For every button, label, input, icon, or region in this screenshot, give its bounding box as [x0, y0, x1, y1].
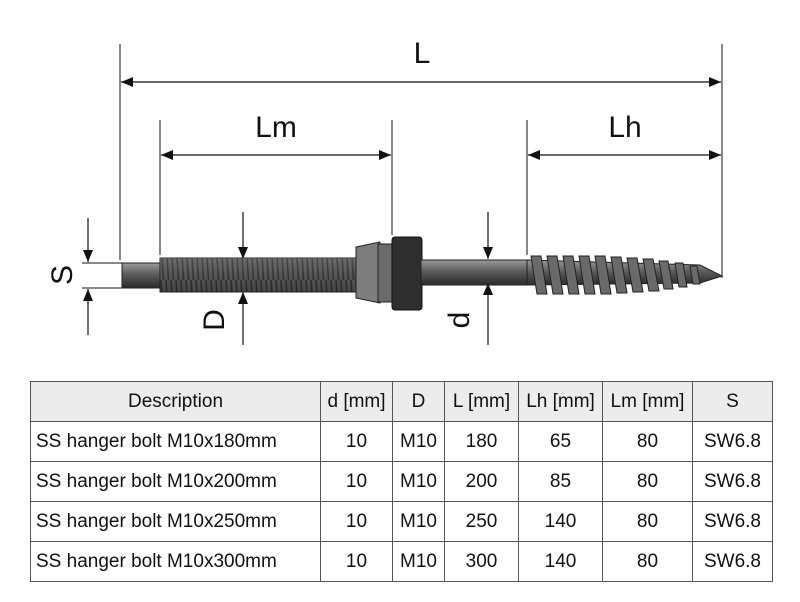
header-Lm: Lm [mm]: [602, 381, 693, 422]
cell-Lm: 80: [602, 461, 693, 502]
cell-Lh: 85: [518, 461, 603, 502]
cell-L: 250: [444, 501, 519, 542]
cell-S: SW6.8: [692, 501, 773, 542]
cell-Lh: 140: [518, 501, 603, 542]
header-S: S: [692, 381, 773, 422]
label-Lh: Lh: [608, 111, 641, 144]
cell-d: 10: [320, 541, 393, 582]
cell-description: SS hanger bolt M10x300mm: [30, 541, 321, 582]
table-header-row: Description d [mm] D L [mm] Lh [mm] Lm […: [30, 381, 773, 422]
table-row: SS hanger bolt M10x180mm 10 M10 180 65 8…: [30, 421, 773, 462]
label-Lm: Lm: [255, 111, 297, 144]
header-d: d [mm]: [320, 381, 393, 422]
cell-Lh: 65: [518, 421, 603, 462]
extension-lines: [82, 44, 723, 289]
cell-S: SW6.8: [692, 421, 773, 462]
smooth-shank: [420, 259, 530, 286]
wood-thread-flights: [530, 255, 701, 295]
cell-D: M10: [392, 501, 445, 542]
hex-washer: [355, 241, 381, 304]
cell-S: SW6.8: [692, 541, 773, 582]
cell-Lm: 80: [602, 541, 693, 582]
cell-d: 10: [320, 461, 393, 502]
header-D: D: [392, 381, 445, 422]
cell-d: 10: [320, 501, 393, 542]
table-row: SS hanger bolt M10x200mm 10 M10 200 85 8…: [30, 461, 773, 502]
cell-d: 10: [320, 421, 393, 462]
cell-description: SS hanger bolt M10x250mm: [30, 501, 321, 542]
spec-table: Description d [mm] D L [mm] Lh [mm] Lm […: [30, 381, 773, 582]
cell-D: M10: [392, 541, 445, 582]
drive-end: [121, 262, 163, 289]
cell-D: M10: [392, 461, 445, 502]
hanger-bolt-drawing: L Lm Lh S D d: [46, 37, 724, 345]
cell-description: SS hanger bolt M10x200mm: [30, 461, 321, 502]
label-d: d: [443, 312, 476, 329]
header-description: Description: [30, 381, 321, 422]
hanger-bolt: [121, 236, 724, 311]
cell-S: SW6.8: [692, 461, 773, 502]
dimension-lines: [83, 77, 721, 345]
header-L: L [mm]: [444, 381, 519, 422]
label-D: D: [198, 309, 231, 331]
cell-L: 200: [444, 461, 519, 502]
table-row: SS hanger bolt M10x300mm 10 M10 300 140 …: [30, 541, 773, 582]
cell-description: SS hanger bolt M10x180mm: [30, 421, 321, 462]
cell-Lm: 80: [602, 421, 693, 462]
table-row: SS hanger bolt M10x250mm 10 M10 250 140 …: [30, 501, 773, 542]
sealing-collar: [391, 236, 423, 311]
machine-thread-shade: [160, 258, 362, 292]
header-Lh: Lh [mm]: [518, 381, 603, 422]
cell-L: 300: [444, 541, 519, 582]
label-S: S: [46, 265, 79, 285]
cell-L: 180: [444, 421, 519, 462]
cell-Lm: 80: [602, 501, 693, 542]
label-L: L: [414, 37, 431, 70]
cell-D: M10: [392, 421, 445, 462]
cell-Lh: 140: [518, 541, 603, 582]
